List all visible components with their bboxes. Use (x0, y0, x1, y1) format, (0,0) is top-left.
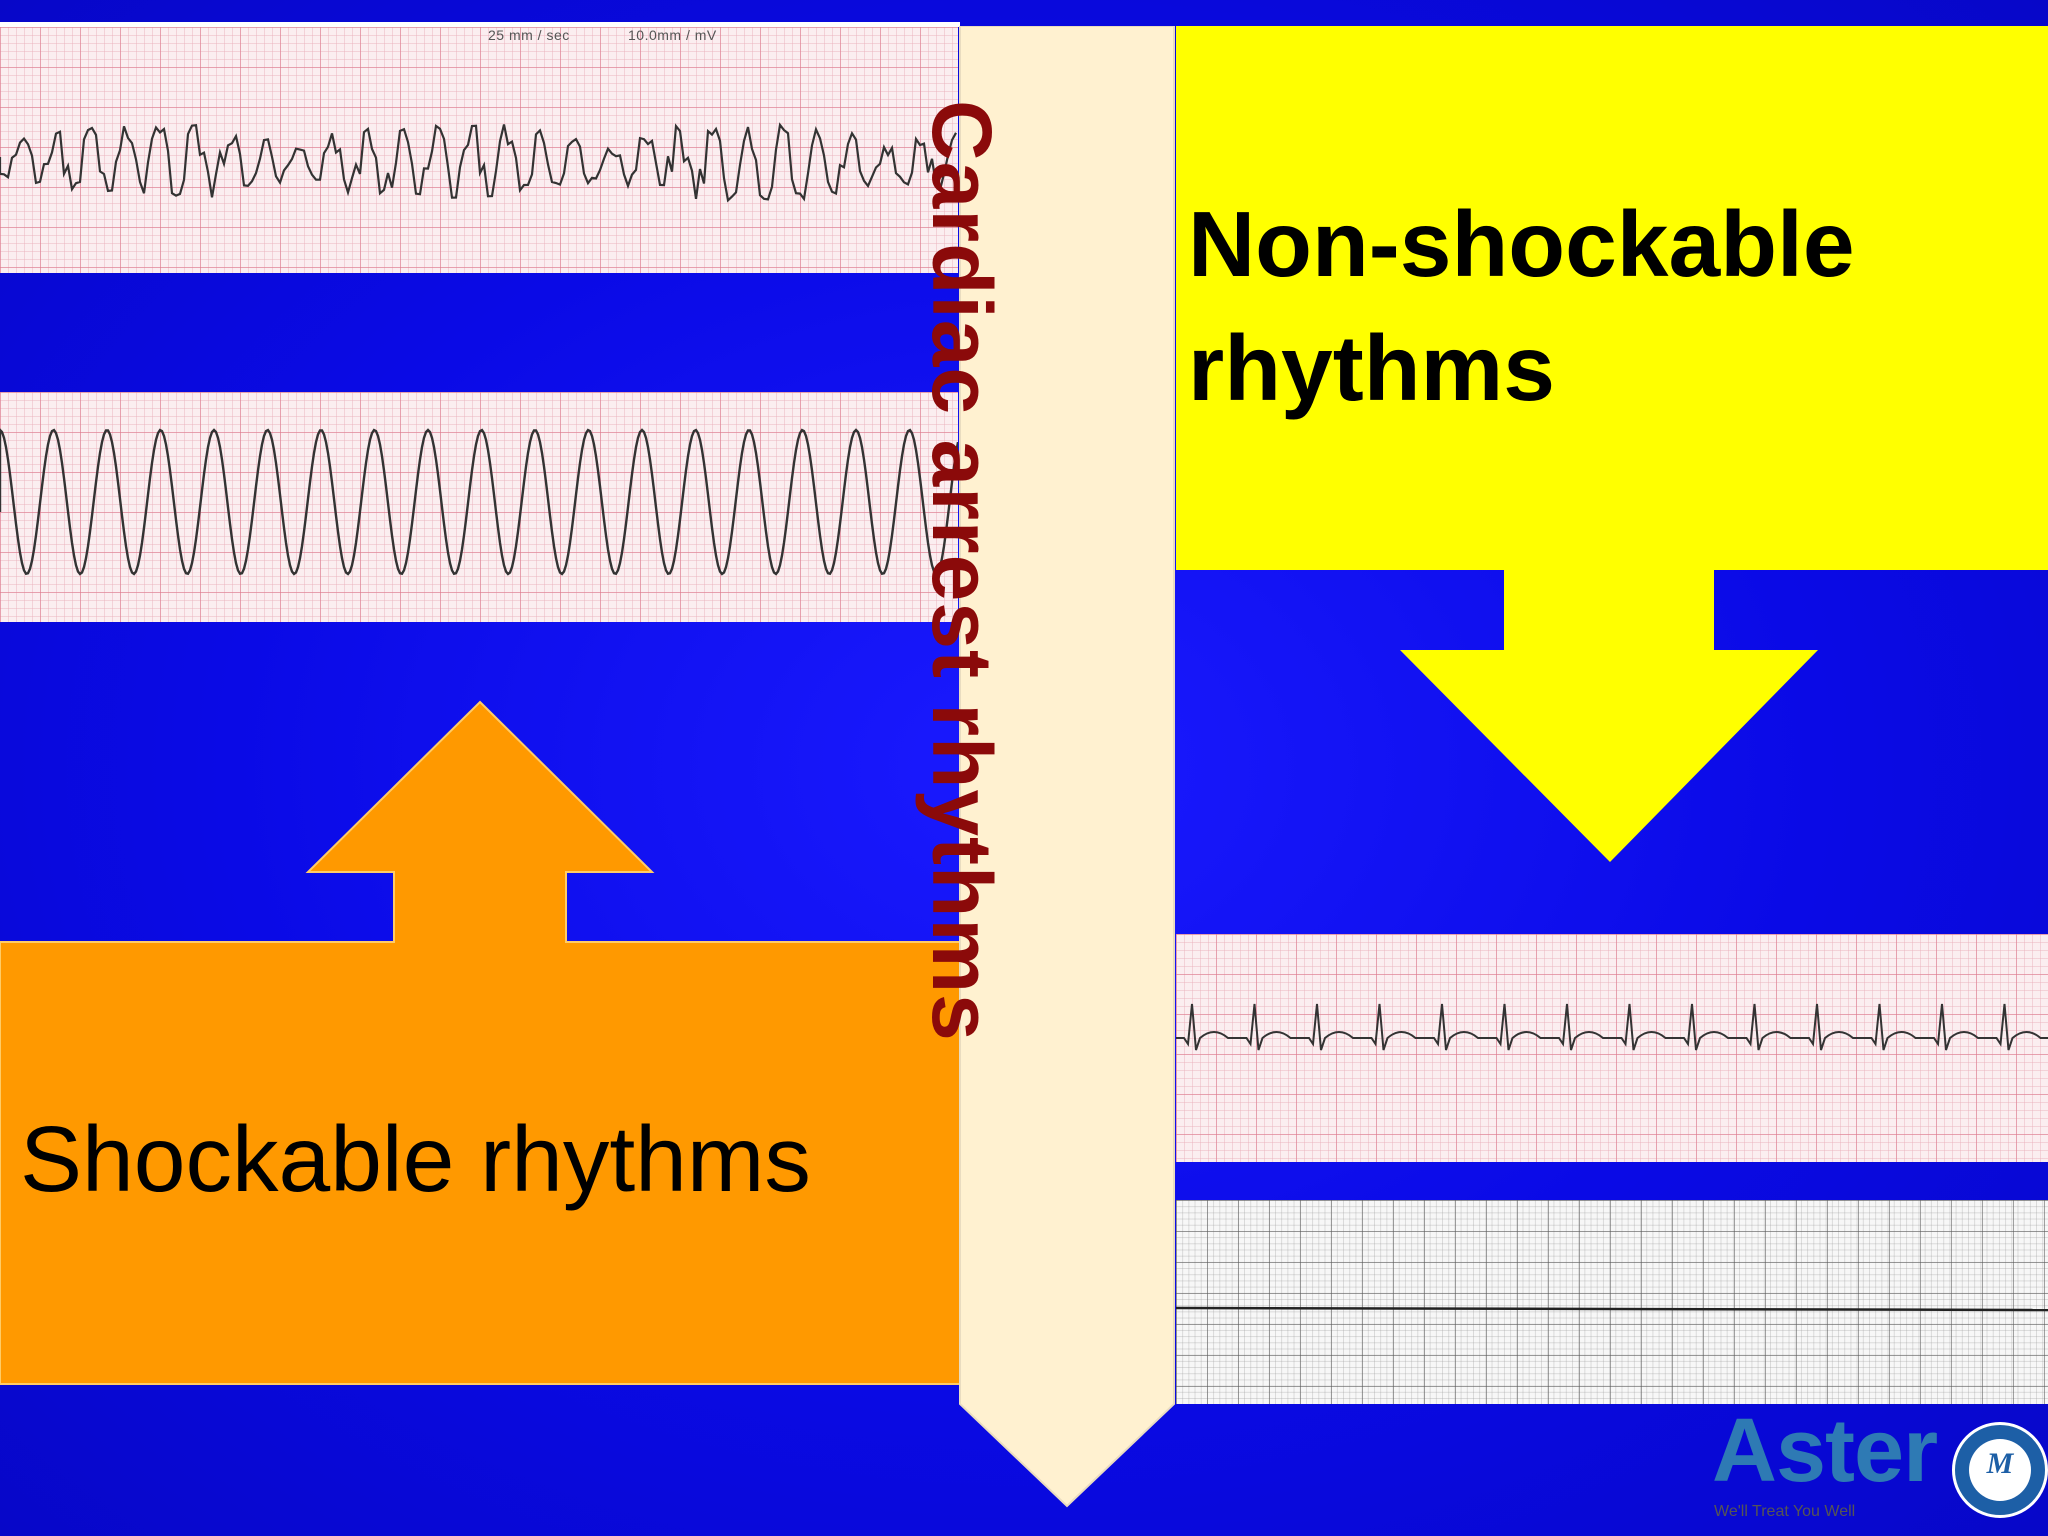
ecg-strip-ventricular-tachycardia (0, 392, 958, 622)
aster-logo-wordmark: Aster (1712, 1401, 1938, 1501)
ecg-calibration-gain: 10.0mm / mV (628, 27, 717, 43)
aster-seal-logo: M (1952, 1422, 2048, 1518)
ecg-trace-asystole (1176, 1306, 2048, 1312)
aster-seal-mark-icon: M (1986, 1447, 2014, 1480)
ecg-strip-pulseless-electrical-activity (1176, 934, 2048, 1162)
non-shockable-rhythms-label: Non-shockable rhythms (1188, 182, 1948, 430)
shockable-rhythms-label: Shockable rhythms (20, 1107, 811, 1211)
ecg-calibration-speed: 25 mm / sec (488, 27, 570, 43)
ecg-strip-ventricular-fibrillation: 25 mm / sec 10.0mm / mV (0, 27, 958, 273)
cardiac-arrest-title: Cardiac arrest rhythms (915, 100, 1009, 1042)
shockable-arrow (0, 700, 960, 1385)
aster-tagline: We'll Treat You Well (1714, 1503, 1856, 1520)
cardiac-arrest-band (959, 26, 1175, 1508)
ecg-trace-vt (0, 428, 958, 576)
ecg-trace-pea (1176, 1003, 2048, 1051)
non-shockable-arrow (1176, 26, 2048, 862)
ecg-trace-vf (0, 122, 957, 203)
non-shockable-label-text: Non-shockable rhythms (1188, 192, 1855, 420)
ecg-strip-asystole (1176, 1200, 2048, 1404)
aster-seal-inner: M (1969, 1439, 2031, 1501)
top-edge (0, 22, 960, 27)
